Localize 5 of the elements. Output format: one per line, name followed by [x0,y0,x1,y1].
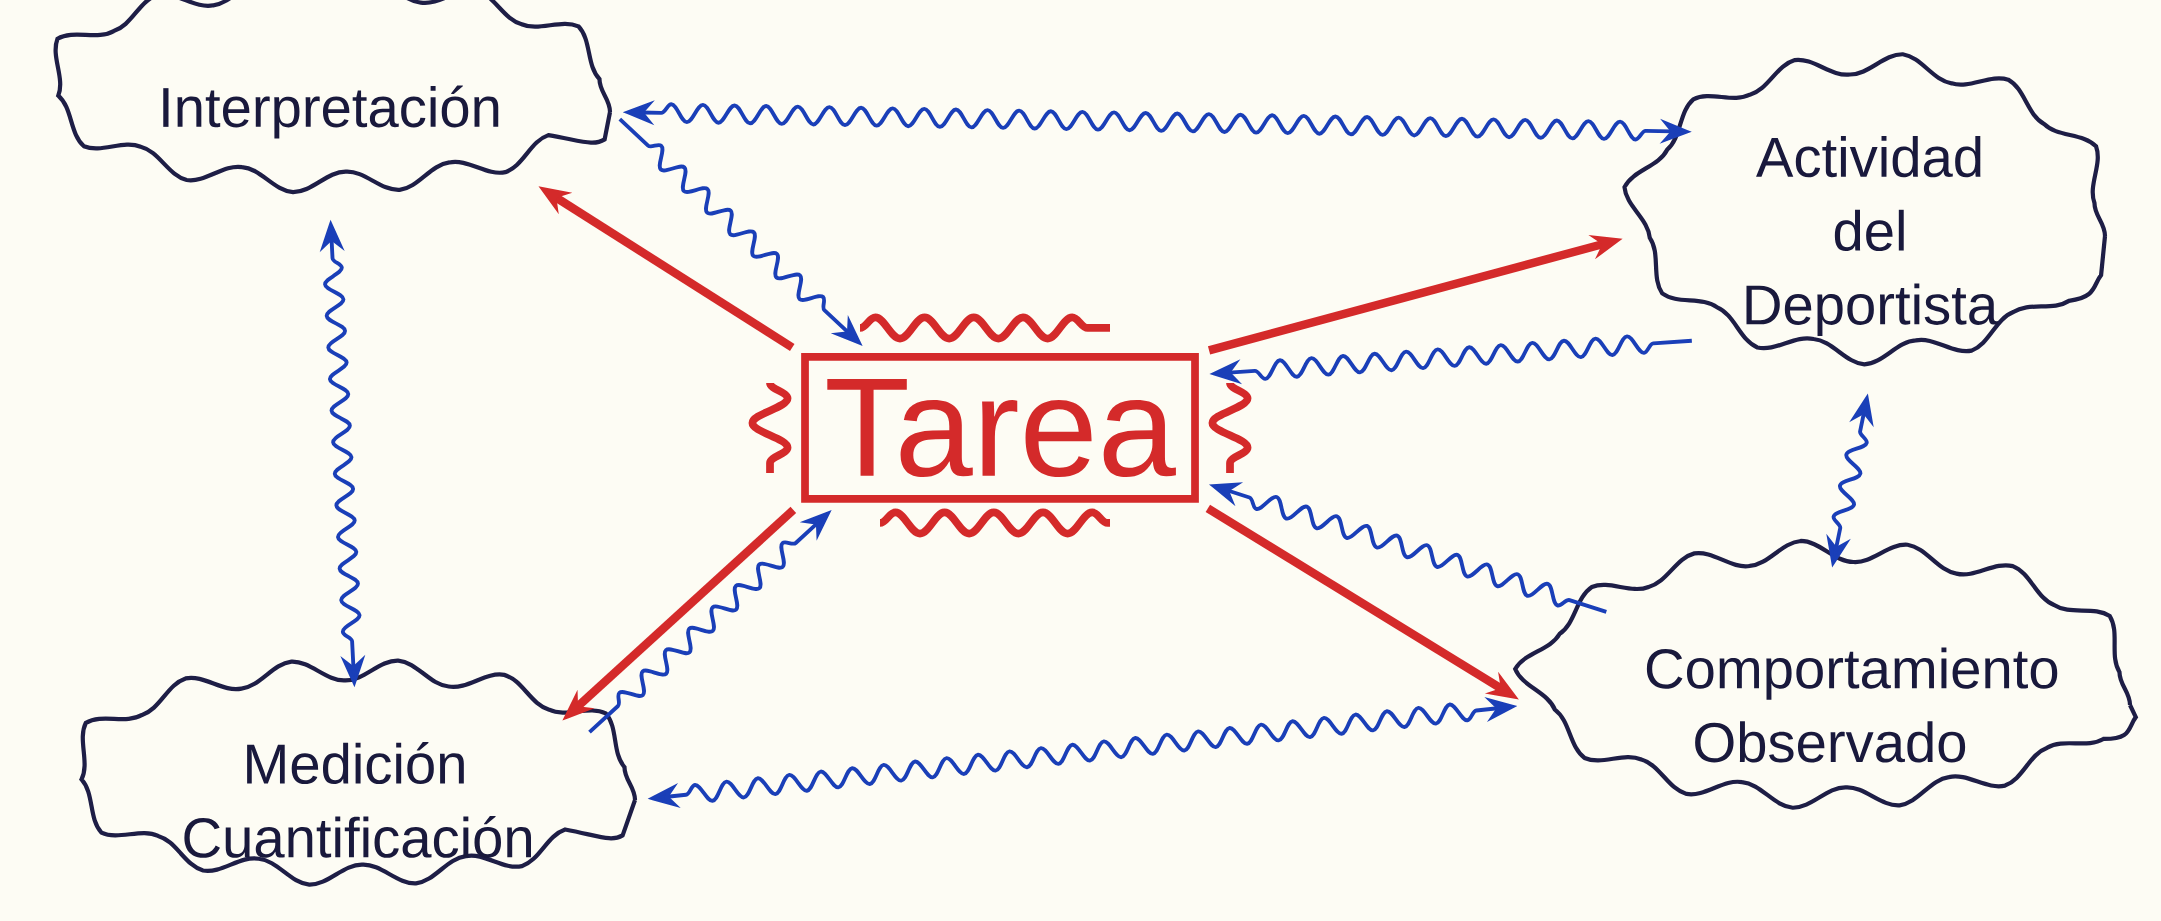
cloud-shape: Medición Cuantificación [79,658,638,887]
cloud-shape: Actividad del Deportista [1622,52,2108,367]
cloud-shape: Comportamiento Observado [1513,538,2138,810]
task-box: Tarea [801,353,1199,503]
cloud-shape: Interpretación [53,0,613,195]
